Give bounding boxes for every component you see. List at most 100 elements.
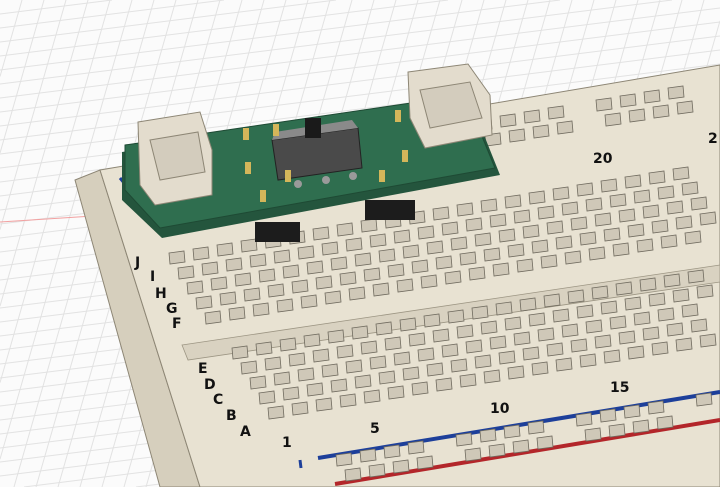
breadboard-hole[interactable]: [660, 234, 678, 249]
breadboard-hole[interactable]: [423, 313, 441, 328]
breadboard-hole[interactable]: [552, 308, 570, 323]
breadboard-hole[interactable]: [561, 323, 579, 338]
breadboard-hole[interactable]: [507, 243, 525, 258]
breadboard-hole[interactable]: [231, 345, 249, 360]
breadboard-hole[interactable]: [249, 253, 267, 268]
breadboard-hole[interactable]: [690, 318, 708, 333]
breadboard-hole[interactable]: [471, 305, 489, 320]
breadboard-hole[interactable]: [372, 282, 390, 297]
breadboard-hole[interactable]: [652, 104, 670, 119]
breadboard-hole[interactable]: [402, 244, 420, 259]
breadboard-hole[interactable]: [570, 338, 588, 353]
breadboard-hole[interactable]: [408, 332, 426, 347]
breadboard-hole[interactable]: [556, 120, 574, 135]
breadboard-hole[interactable]: [656, 415, 674, 430]
breadboard-hole[interactable]: [504, 316, 522, 331]
breadboard-hole[interactable]: [647, 400, 665, 415]
breadboard-hole[interactable]: [492, 262, 510, 277]
breadboard-hole[interactable]: [643, 89, 661, 104]
breadboard-hole[interactable]: [639, 277, 657, 292]
breadboard-hole[interactable]: [594, 212, 612, 227]
breadboard-hole[interactable]: [612, 242, 630, 257]
breadboard-hole[interactable]: [267, 405, 285, 420]
breadboard-hole[interactable]: [585, 319, 603, 334]
breadboard-hole[interactable]: [584, 427, 602, 442]
breadboard-hole[interactable]: [255, 341, 273, 356]
breadboard-hole[interactable]: [276, 298, 294, 313]
breadboard-hole[interactable]: [234, 272, 252, 287]
breadboard-hole[interactable]: [360, 218, 378, 233]
breadboard-hole[interactable]: [177, 265, 195, 280]
breadboard-hole[interactable]: [675, 215, 693, 230]
breadboard-hole[interactable]: [690, 196, 708, 211]
breadboard-hole[interactable]: [339, 271, 357, 286]
breadboard-hole[interactable]: [504, 194, 522, 209]
breadboard-hole[interactable]: [523, 109, 541, 124]
breadboard-hole[interactable]: [546, 220, 564, 235]
breadboard-hole[interactable]: [546, 342, 564, 357]
breadboard-hole[interactable]: [651, 219, 669, 234]
breadboard-hole[interactable]: [354, 374, 372, 389]
breadboard-hole[interactable]: [552, 186, 570, 201]
breadboard-hole[interactable]: [663, 273, 681, 288]
breadboard-hole[interactable]: [532, 124, 550, 139]
breadboard-hole[interactable]: [567, 289, 585, 304]
breadboard-hole[interactable]: [210, 276, 228, 291]
breadboard-hole[interactable]: [321, 241, 339, 256]
breadboard-hole[interactable]: [507, 365, 525, 380]
breadboard-hole[interactable]: [273, 249, 291, 264]
breadboard-hole[interactable]: [479, 428, 497, 443]
breadboard-hole[interactable]: [609, 315, 627, 330]
breadboard-hole[interactable]: [306, 382, 324, 397]
breadboard-hole[interactable]: [508, 128, 526, 143]
breadboard-hole[interactable]: [195, 295, 213, 310]
breadboard-hole[interactable]: [300, 294, 318, 309]
breadboard-hole[interactable]: [383, 444, 401, 459]
breadboard-hole[interactable]: [201, 261, 219, 276]
breadboard-hole[interactable]: [435, 255, 453, 270]
breadboard-hole[interactable]: [192, 246, 210, 261]
breadboard-hole[interactable]: [495, 301, 513, 316]
breadboard-hole[interactable]: [595, 97, 613, 112]
breadboard-hole[interactable]: [327, 329, 345, 344]
breadboard-hole[interactable]: [489, 335, 507, 350]
breadboard-hole[interactable]: [576, 304, 594, 319]
breadboard-hole[interactable]: [499, 113, 517, 128]
breadboard-hole[interactable]: [537, 327, 555, 342]
breadboard-hole[interactable]: [411, 381, 429, 396]
breadboard-hole[interactable]: [615, 281, 633, 296]
breadboard-hole[interactable]: [642, 204, 660, 219]
breadboard-hole[interactable]: [676, 100, 694, 115]
breadboard-hole[interactable]: [186, 280, 204, 295]
breadboard-hole[interactable]: [306, 260, 324, 275]
breadboard-hole[interactable]: [441, 343, 459, 358]
breadboard-hole[interactable]: [330, 378, 348, 393]
breadboard-hole[interactable]: [345, 237, 363, 252]
breadboard-hole[interactable]: [393, 229, 411, 244]
breadboard-hole[interactable]: [363, 389, 381, 404]
breadboard-hole[interactable]: [695, 392, 713, 407]
breadboard-hole[interactable]: [657, 307, 675, 322]
breadboard-hole[interactable]: [675, 337, 693, 352]
breadboard-hole[interactable]: [303, 333, 321, 348]
breadboard-hole[interactable]: [681, 303, 699, 318]
breadboard-hole[interactable]: [528, 190, 546, 205]
breadboard-hole[interactable]: [360, 340, 378, 355]
breadboard-hole[interactable]: [498, 228, 516, 243]
breadboard-hole[interactable]: [699, 333, 717, 348]
breadboard-hole[interactable]: [321, 363, 339, 378]
breadboard-hole[interactable]: [344, 467, 362, 482]
breadboard-hole[interactable]: [426, 240, 444, 255]
breadboard-hole[interactable]: [642, 326, 660, 341]
breadboard-hole[interactable]: [516, 258, 534, 273]
breadboard-hole[interactable]: [627, 345, 645, 360]
breadboard-hole[interactable]: [459, 373, 477, 388]
breadboard-hole[interactable]: [618, 330, 636, 345]
breadboard-hole[interactable]: [407, 440, 425, 455]
breadboard-hole[interactable]: [599, 408, 617, 423]
breadboard-hole[interactable]: [417, 347, 435, 362]
slide-switch[interactable]: [271, 118, 363, 188]
breadboard-hole[interactable]: [351, 325, 369, 340]
breadboard-hole[interactable]: [455, 432, 473, 447]
breadboard-hole[interactable]: [225, 257, 243, 272]
